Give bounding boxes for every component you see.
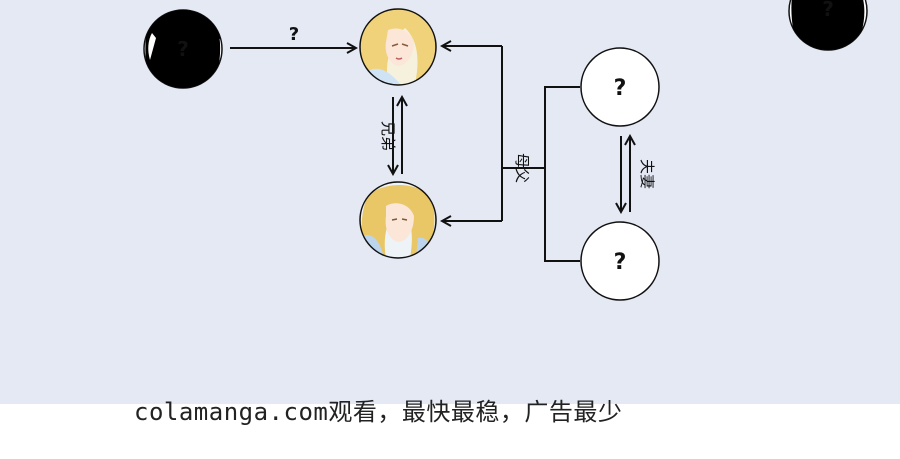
relationship-diagram: ? ? bbox=[143, 0, 868, 301]
silhouette-node-left[interactable]: ? bbox=[143, 9, 224, 95]
edge-parents: 母父 bbox=[442, 46, 580, 262]
parent-node-top[interactable]: ? bbox=[580, 47, 660, 127]
character-node-top[interactable] bbox=[359, 7, 437, 86]
character-node-bottom[interactable] bbox=[359, 181, 437, 259]
source-footer-text: colamanga.com观看，最快最稳，广告最少 bbox=[134, 398, 623, 426]
edge-unknown-link: ? bbox=[230, 24, 356, 48]
parent-bottom-mark: ? bbox=[614, 250, 627, 275]
parent-top-mark: ? bbox=[614, 76, 627, 101]
edge-couple-label: 夫妻 bbox=[638, 159, 656, 189]
silhouette-corner-mark: ? bbox=[822, 0, 834, 21]
blonde-girl-portrait-icon bbox=[360, 9, 436, 85]
silhouette-node-corner[interactable]: ? bbox=[788, 0, 868, 55]
silhouette-left-mark: ? bbox=[177, 37, 189, 61]
parent-node-bottom[interactable]: ? bbox=[580, 221, 660, 301]
edge-unknown-label: ? bbox=[289, 24, 299, 45]
silhouette-icon bbox=[791, 0, 865, 50]
edge-siblings-label: 兄弟 bbox=[379, 121, 397, 151]
silhouette-icon bbox=[145, 10, 222, 88]
edge-siblings: 兄弟 bbox=[379, 97, 402, 174]
edge-couple: 夫妻 bbox=[621, 136, 656, 212]
edge-parents-label: 母父 bbox=[513, 153, 531, 183]
